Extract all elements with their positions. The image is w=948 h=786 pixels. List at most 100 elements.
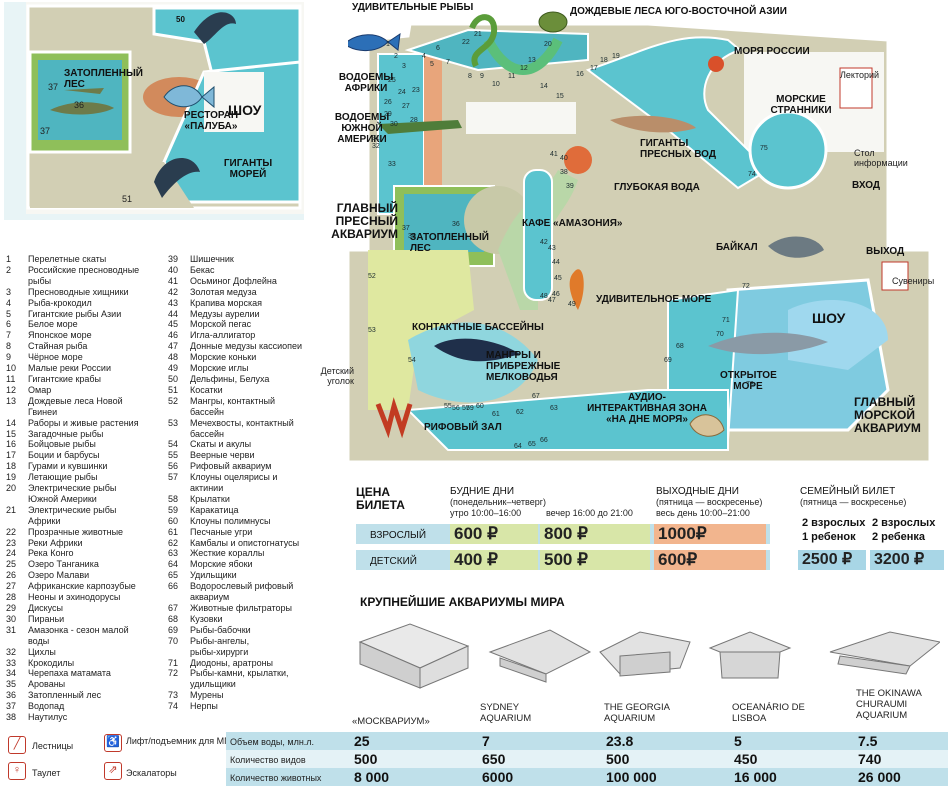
exhibit-number: 31 (372, 135, 380, 142)
legend-label: Омар (28, 384, 52, 395)
legend-label: Клоуны полимнусы (190, 515, 271, 526)
aquarium-row-value: 7.5 (858, 733, 878, 749)
aquarium-row-value: 500 (606, 751, 630, 767)
legend-number: 14 (6, 417, 17, 428)
legend-item: Гвинеи (6, 407, 166, 418)
exhibit-number: 27 (402, 103, 410, 110)
legend-number: 36 (6, 690, 17, 701)
price-adult-morning: 600 ₽ (450, 524, 538, 544)
legend-label: Медузы аурелии (190, 308, 260, 319)
exhibit-number: 3 (402, 63, 406, 70)
label-flooded: ЗАТОПЛЕННЫЙ ЛЕС (410, 232, 489, 254)
legend-item: бассейн (168, 429, 328, 440)
exhibit-number: 29 (384, 111, 392, 118)
legend-label: Золотая медуза (190, 286, 257, 297)
legend-number (168, 429, 190, 440)
legend-number: 33 (6, 657, 17, 668)
exhibit-number: 67 (532, 393, 540, 400)
legend-label: Амазонка - сезон малой (28, 624, 129, 635)
aquarium-name: OCEANÁRIO DE LISBOA (732, 702, 805, 724)
exhibit-number: 65 (528, 441, 536, 448)
legend-number: 51 (168, 384, 179, 395)
legend-label: Бекас (190, 264, 215, 275)
legend-number: 69 (168, 624, 179, 635)
legend-label: Чёрное море (28, 352, 83, 363)
price-family: СЕМЕЙНЫЙ БИЛЕТ (800, 486, 896, 497)
aquarium-name: «МОСКВАРИУМ» (352, 716, 430, 727)
exhibit-number: 2 (394, 53, 398, 60)
legend-label: Крапива морская (190, 297, 263, 308)
label-deep-water: ГЛУБОКАЯ ВОДА (614, 182, 700, 193)
legend-number: 44 (168, 308, 179, 319)
legend-label: Гвинеи (28, 406, 58, 417)
legend-number: 7 (6, 330, 12, 341)
exhibit-number: 33 (388, 161, 396, 168)
legend-label: рыбы (28, 275, 52, 286)
legend-label: Кузовки (190, 613, 223, 624)
label-fresh-main: ГЛАВНЫЙ ПРЕСНЫЙ АКВАРИУМ (331, 201, 398, 241)
legend-label: рыбы-хирурги (190, 646, 249, 657)
label-contact: КОНТАКТНЫЕ БАССЕЙНЫ (412, 322, 544, 333)
legend-number: 16 (6, 439, 17, 450)
exhibit-number: 22 (462, 39, 470, 46)
legend-item: рыбы (6, 276, 166, 287)
aquarium-row-value: 8 000 (354, 769, 390, 785)
legend-label: Российские пресноводные (28, 264, 140, 275)
price-adult-evening: 800 ₽ (540, 524, 650, 544)
exhibit-number: 55 (444, 403, 452, 410)
legend-number: 60 (168, 515, 179, 526)
legend-item: бассейн (168, 407, 328, 418)
aquarium-row-value: 6000 (482, 769, 514, 785)
legend-label: Загадочные рыбы (28, 428, 104, 439)
legend-number: 68 (168, 613, 179, 624)
aquarium-row-value: 7 (482, 733, 490, 749)
legend-number: 28 (6, 592, 17, 603)
family1-price: 2500 ₽ (798, 550, 866, 570)
exhibit-number: 39 (566, 183, 574, 190)
world-row-bg-3 (226, 768, 948, 786)
exhibit-number: 62 (516, 409, 524, 416)
exhibit-number: 66 (540, 437, 548, 444)
legend-label: Пресноводные хищники (28, 286, 129, 297)
price-title: ЦЕНА БИЛЕТА (356, 485, 405, 512)
exhibit-number: 20 (544, 41, 552, 48)
legend-label: Белое море (28, 319, 78, 330)
price-child-weekend: 600₽ (654, 550, 766, 570)
exhibit-number: 53 (368, 327, 376, 334)
legend-label: Веерные черви (190, 450, 255, 461)
legend-number (168, 679, 190, 690)
legend-number (6, 276, 28, 287)
legend-number: 17 (6, 450, 17, 461)
legend-lift: Лифт/подъемник для МГН (126, 736, 236, 746)
legend-label: Стайная рыба (28, 341, 88, 352)
label-open-sea: ОТКРЫТОЕ МОРЕ (720, 370, 777, 392)
exhibit-number: 7 (446, 59, 450, 66)
world-title: КРУПНЕЙШИЕ АКВАРИУМЫ МИРА (360, 595, 565, 609)
exhibit-number: 54 (408, 357, 416, 364)
exhibit-number: 71 (722, 317, 730, 324)
label-south-america: ВОДОЕМЫ ЮЖНОЙ АМЕРИКИ (334, 112, 390, 145)
exhibit-number: 48 (540, 293, 548, 300)
georgia-building-icon (599, 631, 691, 677)
label-exit: ВЫХОД (866, 246, 905, 257)
label-rainforest: ДОЖДЕВЫЕ ЛЕСА ЮГО-ВОСТОЧНОЙ АЗИИ (570, 6, 787, 17)
aquarium-row-label: Количество видов (230, 755, 306, 765)
legend-number: 29 (6, 603, 17, 613)
legend-label: Малые реки России (28, 363, 111, 374)
exhibit-number: 46 (552, 291, 560, 298)
legend-label: Шишечник (190, 254, 234, 264)
exhibit-number: 68 (676, 343, 684, 350)
legend-label: Перелетные скаты (28, 254, 107, 264)
